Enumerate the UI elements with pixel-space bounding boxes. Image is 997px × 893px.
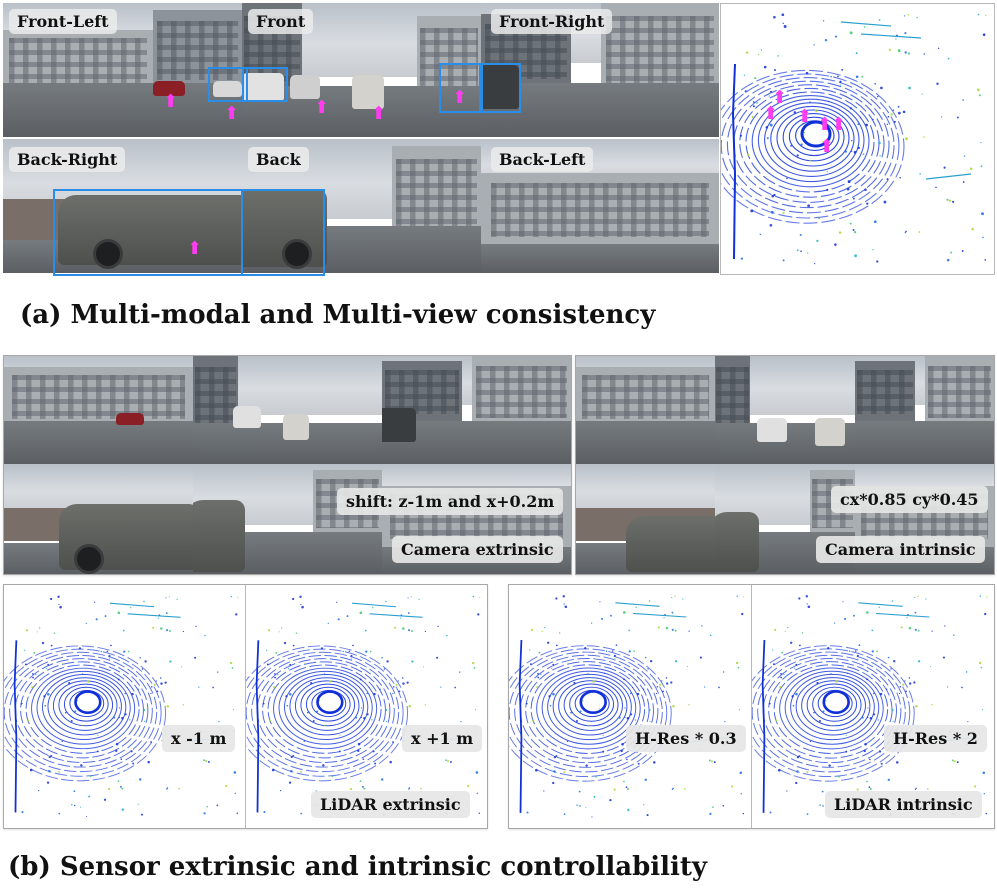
bbox-back-right (53, 189, 243, 276)
camera-extrinsic-shift-tag: shift: z-1m and x+0.2m (337, 488, 564, 515)
arrow-marker: ⬆ (187, 238, 203, 259)
bbox-front-right (439, 63, 483, 113)
lidar-view (246, 585, 487, 828)
caption-a: (a) Multi-modal and Multi-view consisten… (20, 300, 656, 330)
lidar-extrinsic-label: LiDAR extrinsic (311, 791, 470, 818)
camera-extrinsic-panel: shift: z-1m and x+0.2m Camera extrinsic (3, 355, 572, 575)
view-label-front: Front (248, 9, 314, 34)
multiview-grid-a: ⬆ ⬆ ⬆ ⬆ ⬆ ⬆ Front-Left Front Front-Right… (3, 3, 719, 276)
view-label-back-right: Back-Right (9, 147, 126, 172)
camera-view (4, 464, 193, 574)
view-label-front-left: Front-Left (9, 9, 117, 34)
lidar-view (509, 585, 752, 828)
camera-view-back-right (3, 139, 242, 273)
bbox-front-right-b (479, 63, 521, 113)
camera-view-front-left (3, 3, 242, 137)
camera-intrinsic-panel: cx*0.85 cy*0.45 Camera intrinsic (575, 355, 995, 575)
lidar-extrinsic-panel: x -1 m x +1 m LiDAR extrinsic (3, 584, 488, 829)
lidar-point-cloud (246, 595, 481, 818)
arrow-marker: ⬆ (831, 114, 847, 135)
camera-intrinsic-label: Camera intrinsic (816, 536, 985, 563)
lidar-point-cloud (752, 595, 988, 818)
view-label-front-right: Front-Right (491, 9, 613, 34)
camera-view (576, 464, 715, 574)
arrow-marker: ⬆ (772, 87, 788, 108)
arrow-marker: ⬆ (371, 103, 387, 124)
lidar-intrinsic-panel: H-Res * 0.3 H-Res * 2 LiDAR intrinsic (508, 584, 995, 829)
lidar-view (4, 585, 246, 828)
lidar-bev-panel-a: ⬆ ⬆ ⬆ ⬆ ⬆ ⬆ (720, 3, 995, 275)
arrow-marker: ⬆ (817, 114, 833, 135)
lidar-extrinsic-plus-tag: x +1 m (402, 725, 483, 752)
lidar-intrinsic-label: LiDAR intrinsic (825, 791, 982, 818)
bbox-front-left-front (208, 67, 248, 102)
caption-b: (b) Sensor extrinsic and intrinsic contr… (8, 852, 708, 882)
camera-view-back (242, 139, 481, 273)
camera-view (193, 356, 382, 464)
camera-view (193, 464, 382, 574)
arrow-marker: ⬆ (163, 91, 179, 112)
bbox-front-left-front-b (242, 67, 288, 102)
camera-extrinsic-label: Camera extrinsic (392, 536, 563, 563)
arrow-marker: ⬆ (314, 97, 330, 118)
arrow-marker: ⬆ (763, 103, 779, 124)
arrow-marker: ⬆ (452, 87, 468, 108)
lidar-intrinsic-high-tag: H-Res * 2 (884, 725, 987, 752)
camera-view (855, 356, 994, 464)
lidar-point-cloud (509, 595, 745, 818)
camera-view (4, 356, 193, 464)
arrow-marker: ⬆ (224, 103, 240, 124)
camera-view-back-left (481, 139, 719, 273)
camera-intrinsic-params-tag: cx*0.85 cy*0.45 (831, 486, 988, 513)
view-label-back-left: Back-Left (491, 147, 594, 172)
bbox-back (241, 189, 325, 276)
lidar-view (752, 585, 994, 828)
camera-view (576, 356, 715, 464)
camera-view (382, 356, 571, 464)
arrow-marker: ⬆ (797, 106, 813, 127)
camera-view (715, 356, 855, 464)
lidar-extrinsic-minus-tag: x -1 m (162, 725, 236, 752)
lidar-intrinsic-low-tag: H-Res * 0.3 (626, 725, 746, 752)
lidar-point-cloud (721, 13, 987, 265)
view-label-back: Back (248, 147, 309, 172)
arrow-marker: ⬆ (819, 136, 835, 157)
lidar-point-cloud (4, 595, 239, 818)
